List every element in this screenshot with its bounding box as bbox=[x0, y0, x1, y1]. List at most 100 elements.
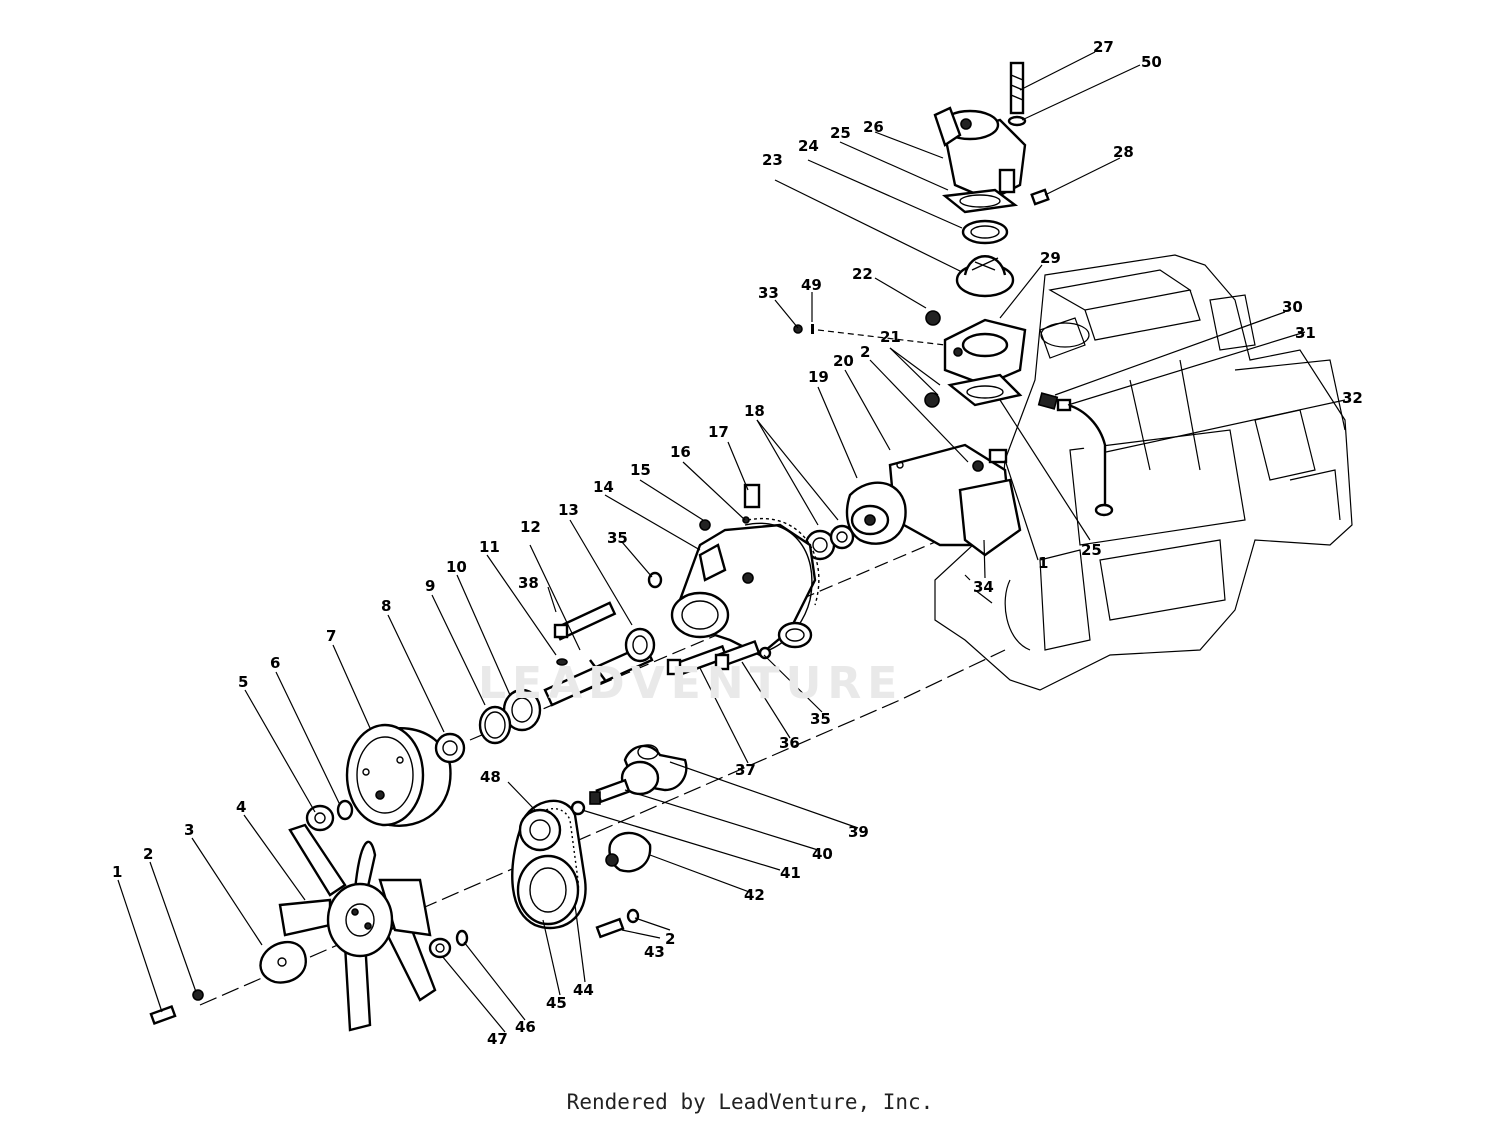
callout-41: 41 bbox=[780, 864, 801, 882]
callout-5: 5 bbox=[238, 673, 248, 691]
washer-46 bbox=[455, 929, 469, 947]
callout-43: 43 bbox=[644, 943, 665, 961]
washer-2-lower bbox=[626, 908, 640, 924]
bolt-22 bbox=[925, 310, 941, 326]
gasket-16 bbox=[742, 516, 750, 524]
callout-2-lower: 2 bbox=[665, 930, 675, 948]
callout-46: 46 bbox=[515, 1018, 536, 1036]
callout-12: 12 bbox=[520, 518, 541, 536]
leader-lines bbox=[117, 51, 1346, 1033]
hose-32 bbox=[1037, 392, 1114, 517]
callout-22: 22 bbox=[852, 265, 873, 283]
callout-31: 31 bbox=[1295, 324, 1316, 342]
washer-2-mid bbox=[972, 460, 984, 472]
pulley-7 bbox=[345, 723, 452, 827]
seal-18 bbox=[804, 524, 855, 561]
pump-axis-line bbox=[469, 539, 941, 741]
callout-25: 25 bbox=[830, 124, 851, 142]
callout-44: 44 bbox=[573, 981, 594, 999]
key-11 bbox=[556, 658, 568, 666]
callout-20: 20 bbox=[833, 352, 854, 370]
callout-19: 19 bbox=[808, 368, 829, 386]
callout-27: 27 bbox=[1093, 38, 1114, 56]
bolt-head-38 bbox=[553, 623, 569, 639]
callout-10: 10 bbox=[446, 558, 467, 576]
callout-42: 42 bbox=[744, 886, 765, 904]
thermostat-base-21 bbox=[943, 318, 1027, 407]
plug-2-upper bbox=[924, 392, 940, 408]
callout-36: 36 bbox=[779, 734, 800, 752]
callout-38: 38 bbox=[518, 574, 539, 592]
gasket-25-top bbox=[942, 188, 1019, 214]
seal-ring-inner bbox=[970, 225, 1000, 239]
callout-8: 8 bbox=[381, 597, 391, 615]
callout-29: 29 bbox=[1040, 249, 1061, 267]
shaft-12 bbox=[543, 627, 656, 707]
callout-1-mid: 1 bbox=[1038, 554, 1048, 572]
callout-23: 23 bbox=[762, 151, 783, 169]
idler-shaft-40 bbox=[589, 778, 631, 805]
thermostat-23 bbox=[955, 255, 1015, 298]
flange-42 bbox=[605, 831, 652, 873]
callout-28: 28 bbox=[1113, 143, 1134, 161]
callout-35-upper: 35 bbox=[607, 529, 628, 547]
fan-4 bbox=[278, 823, 437, 1032]
callout-18: 18 bbox=[744, 402, 765, 420]
callout-6: 6 bbox=[270, 654, 280, 672]
washer-6 bbox=[336, 799, 354, 821]
callout-1: 1 bbox=[112, 863, 122, 881]
caption: Rendered by LeadVenture, Inc. bbox=[566, 1090, 934, 1114]
callout-4: 4 bbox=[236, 798, 246, 816]
callout-25-lower: 25 bbox=[1081, 541, 1102, 559]
spacer-8 bbox=[434, 732, 466, 764]
bolt-36 bbox=[714, 639, 761, 671]
callout-48: 48 bbox=[480, 768, 501, 786]
bolt-1-fan bbox=[149, 1005, 177, 1025]
callout-16: 16 bbox=[670, 443, 691, 461]
pin-17 bbox=[743, 483, 761, 509]
bolt-27 bbox=[1009, 61, 1025, 115]
callout-32: 32 bbox=[1342, 389, 1363, 407]
assembly-axis-line bbox=[199, 649, 1006, 1006]
snap-ring-9 bbox=[478, 705, 512, 745]
nut-47 bbox=[428, 937, 452, 959]
seal-ring-24 bbox=[961, 219, 1009, 245]
callout-17: 17 bbox=[708, 423, 729, 441]
callout-47: 47 bbox=[487, 1030, 508, 1048]
callout-35-lower: 35 bbox=[810, 710, 831, 728]
hub-plate-3 bbox=[259, 940, 307, 984]
bolt-28 bbox=[1030, 188, 1050, 206]
callout-37: 37 bbox=[735, 761, 756, 779]
bolt-43 bbox=[595, 917, 625, 939]
callout-24: 24 bbox=[798, 137, 819, 155]
plug-15 bbox=[699, 519, 711, 531]
callout-21: 21 bbox=[880, 328, 901, 346]
callout-33: 33 bbox=[758, 284, 779, 302]
idler-pulley-48 bbox=[518, 808, 562, 852]
bolt-1-mid bbox=[988, 448, 1008, 464]
callout-11: 11 bbox=[479, 538, 500, 556]
nut-5 bbox=[305, 804, 335, 832]
callout-15: 15 bbox=[630, 461, 651, 479]
washer-50 bbox=[1007, 115, 1027, 127]
ring-35-lower bbox=[758, 646, 772, 660]
callout-40: 40 bbox=[812, 845, 833, 863]
callout-13: 13 bbox=[558, 501, 579, 519]
callout-30: 30 bbox=[1282, 298, 1303, 316]
watermark: LEADVENTURE bbox=[478, 658, 904, 709]
callout-2-thermostat: 2 bbox=[860, 343, 870, 361]
screw-33 bbox=[793, 324, 803, 334]
bracket-39 bbox=[620, 744, 688, 796]
callout-7: 7 bbox=[326, 627, 336, 645]
callout-34: 34 bbox=[973, 578, 994, 596]
callout-26: 26 bbox=[863, 118, 884, 136]
pin-49 bbox=[811, 324, 814, 334]
callout-labels: 1 2 3 4 5 6 7 8 9 10 11 12 13 14 15 16 1… bbox=[112, 38, 1363, 1048]
pump-housing-14 bbox=[670, 517, 820, 657]
callout-39: 39 bbox=[848, 823, 869, 841]
callout-9: 9 bbox=[425, 577, 435, 595]
drive-pulley-45 bbox=[516, 854, 580, 926]
thermostat-cover-26 bbox=[933, 106, 1027, 202]
washer-2-fan bbox=[192, 989, 204, 1001]
